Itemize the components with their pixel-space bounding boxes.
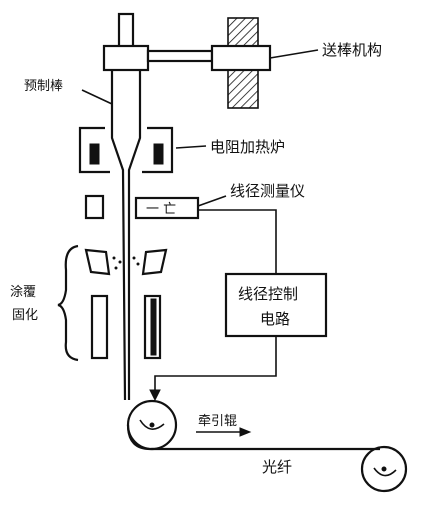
controller-label-line2: 电路 — [260, 310, 290, 328]
coating-dot — [136, 262, 140, 266]
feed-mechanism-label: 送棒机构 — [322, 41, 382, 59]
fiber-path — [126, 424, 380, 451]
fiber-label: 光纤 — [262, 458, 292, 476]
gauge-signal-line — [198, 209, 277, 274]
preform-label: 预制棒 — [24, 79, 63, 94]
coating-cup-left — [84, 248, 111, 276]
curing-element-right — [150, 298, 157, 356]
coating-dot — [118, 260, 122, 264]
coating-dot — [112, 256, 116, 260]
gauge-label: 线径测量仪 — [230, 182, 305, 200]
capstan-hub-mark — [139, 419, 165, 430]
take-up-reel-axle — [381, 466, 387, 472]
furnace-right — [142, 126, 174, 174]
take-up-reel-mark — [373, 467, 397, 477]
control-arrow — [149, 389, 161, 402]
curing-oven-left — [90, 294, 109, 360]
gauge-leader — [197, 195, 227, 207]
coating-bracket — [57, 244, 79, 362]
feed-leader — [269, 49, 319, 59]
heater-element-right — [153, 143, 164, 165]
gauge-symbol: 一 亡 — [146, 202, 176, 217]
preform-leader — [81, 89, 113, 105]
take-up-reel — [360, 445, 408, 493]
controller-label-line1: 线径控制 — [238, 285, 298, 303]
furnace-leader — [175, 145, 207, 149]
preform-clamp — [102, 44, 150, 72]
capstan-axle — [149, 422, 155, 428]
coating-dot — [132, 256, 136, 260]
capstan-direction-arrow — [239, 427, 252, 437]
preform-rod-top — [117, 12, 135, 50]
heater-element-left — [89, 143, 100, 165]
preform-body — [110, 70, 127, 401]
gauge-left-sensor — [84, 194, 105, 220]
coating-dot — [114, 266, 118, 270]
gauge-body — [134, 196, 200, 220]
preform-body-right — [127, 70, 142, 400]
coating-label-line2: 固化 — [12, 308, 38, 323]
furnace-left — [78, 126, 110, 174]
feed-block — [210, 44, 272, 72]
control-line — [154, 336, 277, 392]
capstan-label: 牵引辊 — [198, 414, 237, 429]
coating-label-line1: 涂覆 — [10, 284, 36, 300]
furnace-label: 电阻加热炉 — [210, 138, 285, 156]
coating-cup-right — [141, 248, 168, 276]
feed-arm — [146, 49, 214, 63]
